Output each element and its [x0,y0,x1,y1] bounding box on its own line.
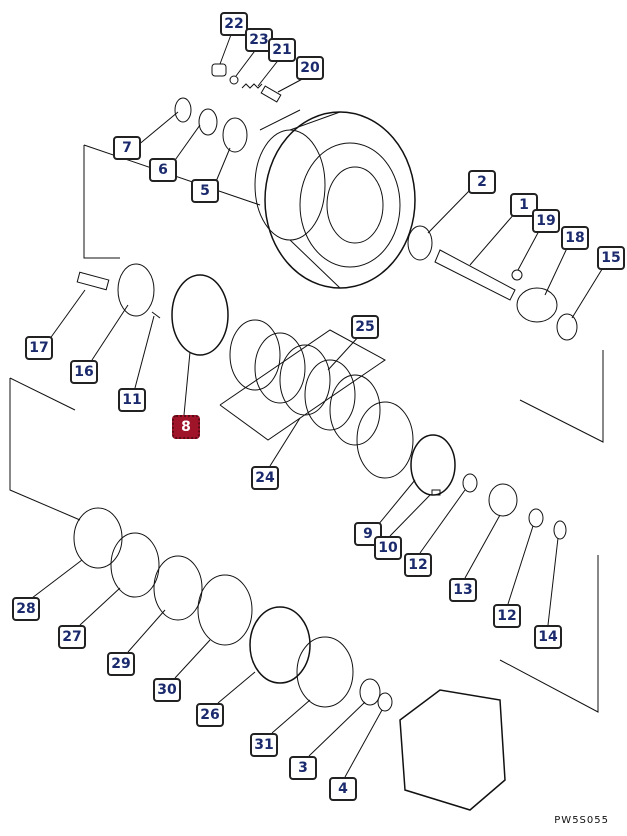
callout-24[interactable]: 24 [251,466,279,490]
piston-plate-part [410,434,456,496]
callout-22[interactable]: 22 [220,12,248,36]
callout-8[interactable]: 8 [172,415,200,439]
brake-piston-part [249,606,311,684]
callout-26[interactable]: 26 [196,703,224,727]
callout-28[interactable]: 28 [12,597,40,621]
callout-15[interactable]: 15 [597,246,625,270]
callout-17[interactable]: 17 [25,336,53,360]
leader-lines [31,31,605,778]
callout-16[interactable]: 16 [70,360,98,384]
callout-20[interactable]: 20 [296,56,324,80]
motor-housing [254,111,416,289]
callout-19[interactable]: 19 [532,209,560,233]
callout-6[interactable]: 6 [149,158,177,182]
guide-line [219,329,386,441]
callout-10[interactable]: 10 [374,536,402,560]
callout-12[interactable]: 12 [493,604,521,628]
plate-part [117,263,155,317]
guide-line [9,378,81,521]
bearing-part [222,117,248,153]
collar-part [516,287,558,323]
snap-ring-part [174,97,192,123]
callout-13[interactable]: 13 [449,578,477,602]
spring-part [241,83,263,89]
callout-14[interactable]: 14 [534,625,562,649]
callout-31[interactable]: 31 [250,733,278,757]
callout-7[interactable]: 7 [113,136,141,160]
pin-part [260,85,282,103]
seal-part [556,313,578,341]
plug-part [211,63,227,77]
callout-18[interactable]: 18 [561,226,589,250]
pin-part [431,489,441,496]
callout-29[interactable]: 29 [107,652,135,676]
callout-11[interactable]: 11 [118,388,146,412]
callout-2[interactable]: 2 [468,170,496,194]
callout-4[interactable]: 4 [329,777,357,801]
callout-21[interactable]: 21 [268,38,296,62]
o-ring-part [229,75,239,85]
guide-line [259,109,301,131]
callout-25[interactable]: 25 [351,315,379,339]
ring-part [198,108,218,136]
callout-27[interactable]: 27 [58,625,86,649]
needle-part [151,311,161,319]
callout-3[interactable]: 3 [289,756,317,780]
bearing-part [407,225,433,261]
valve-body-part [399,689,506,811]
callout-12[interactable]: 12 [404,553,432,577]
callout-9[interactable]: 9 [354,522,382,546]
guide-line [499,555,599,713]
callout-30[interactable]: 30 [153,678,181,702]
guide-line [519,350,604,443]
cylinder-block-part [171,274,229,356]
guide-line [9,377,76,411]
diagram-code: PW5S055 [554,815,609,826]
ball-part [511,269,523,281]
guide-line [83,145,120,259]
shaft-part [434,249,516,301]
callout-5[interactable]: 5 [191,179,219,203]
pin-part [76,271,110,291]
spring-part [488,483,518,517]
